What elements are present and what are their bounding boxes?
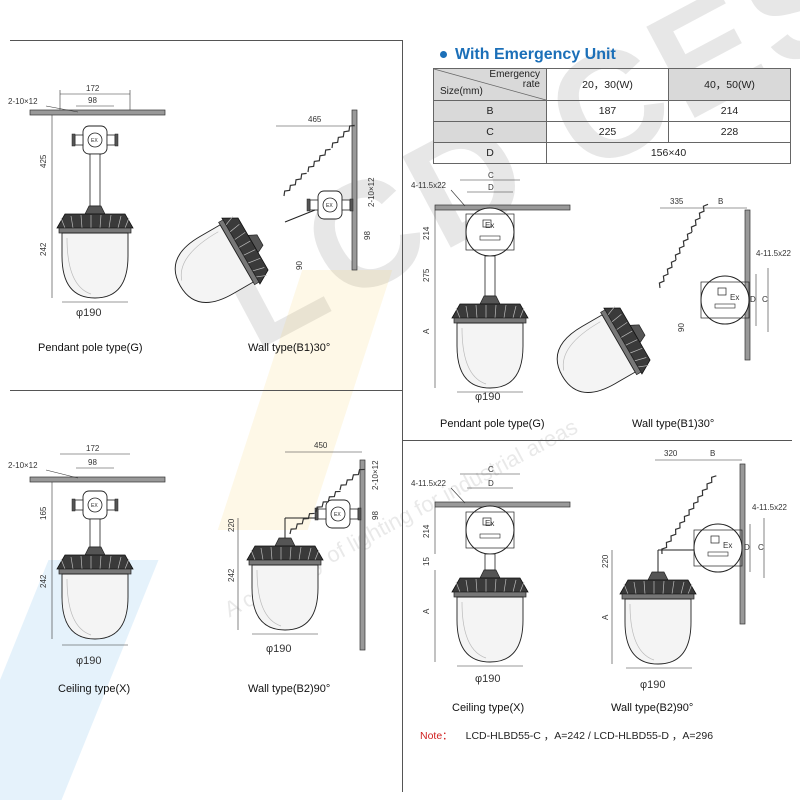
dim-box-b1: 98 xyxy=(363,231,372,240)
dim-height-upper: 425 xyxy=(39,154,48,168)
ex-label-em-b2: Ex xyxy=(723,541,732,550)
dim-c-g: C xyxy=(488,171,494,180)
dim-box-h-x: 214 xyxy=(422,524,431,538)
dim-arm-b1: 90 xyxy=(295,261,304,270)
dim-reach-em-b1: 335 xyxy=(670,197,684,206)
caption-em-wall-b2: Wall type(B2)90° xyxy=(611,702,694,714)
dim-d-em-b1: D xyxy=(750,295,756,304)
dim-thread-b1: 2-10×12 xyxy=(367,177,376,207)
bullet-icon xyxy=(440,51,447,59)
dim-thread-b2: 2-10×12 xyxy=(371,460,380,490)
dim-thread: 2-10×12 xyxy=(8,97,38,106)
note-label: Note： xyxy=(420,730,453,742)
top-left-rule xyxy=(10,40,402,41)
header-col-1: 20，30(W) xyxy=(546,68,669,101)
dim-height-upper-x: 165 xyxy=(39,506,48,520)
row-value-merged: 156×40 xyxy=(546,142,791,164)
table-row: D 156×40 xyxy=(433,142,791,164)
dim-height-lower-x: 242 xyxy=(39,574,48,588)
dim-thread-x: 2-10×12 xyxy=(8,461,38,470)
table-row: C 225 228 xyxy=(433,121,791,143)
dim-diameter-em-b2: φ190 xyxy=(640,679,666,691)
row-label: C xyxy=(433,121,547,143)
vertical-divider xyxy=(402,40,403,792)
caption-wall-b2: Wall type(B2)90° xyxy=(248,683,331,695)
row-value-2: 214 xyxy=(668,100,791,122)
dim-diameter-x-em: φ190 xyxy=(475,673,501,685)
note-text: LCD-HLBD55-C ，A=242 / LCD-HLBD55-D ，A=29… xyxy=(465,730,714,742)
dim-height-lower: 242 xyxy=(39,242,48,256)
dim-c-em-b2: C xyxy=(758,543,764,552)
table-row: B 187 214 xyxy=(433,100,791,122)
dim-holes-g: 4-11.5x22 xyxy=(411,181,447,190)
dim-b-em-b1: B xyxy=(718,197,723,206)
right-middle-rule xyxy=(402,440,792,441)
dim-holes-em-b1: 4-11.5x22 xyxy=(756,249,792,258)
caption-em-pendant: Pendant pole type(G) xyxy=(440,418,545,430)
dim-drop-b2: 220 xyxy=(227,518,236,532)
dim-d-g: D xyxy=(488,183,494,192)
dim-c-em-b1: C xyxy=(762,295,768,304)
caption-em-ceiling: Ceiling type(X) xyxy=(452,702,525,714)
dim-height-lower-b2: 242 xyxy=(227,568,236,582)
row-label: B xyxy=(433,100,547,122)
dim-stem-g: 275 xyxy=(422,268,431,282)
dim-c-x: C xyxy=(488,465,494,474)
dim-stem-x: 15 xyxy=(422,557,431,566)
dim-hole-pitch-x: 98 xyxy=(88,458,97,467)
ex-label-g: Ex xyxy=(485,221,494,230)
caption-pendant: Pendant pole type(G) xyxy=(38,342,143,354)
dim-hole-pitch: 98 xyxy=(88,96,97,105)
dim-reach-em-b2: 320 xyxy=(664,449,678,458)
row-value-2: 228 xyxy=(668,121,791,143)
dim-d-em-b2: D xyxy=(744,543,750,552)
dim-holes-x: 4-11.5x22 xyxy=(411,479,447,488)
dim-b-em-b2: B xyxy=(710,449,715,458)
row-value-1: 225 xyxy=(546,121,669,143)
header-size: Size(mm) xyxy=(440,86,483,97)
dim-a-x: A xyxy=(422,608,431,614)
caption-wall-b1: Wall type(B1)30° xyxy=(248,342,331,354)
dim-reach-b2: 450 xyxy=(314,441,328,450)
header-col-2: 40，50(W) xyxy=(668,68,791,101)
dim-diameter: φ190 xyxy=(76,307,102,319)
dim-top-width-x: 172 xyxy=(86,444,100,453)
emergency-title: With Emergency Unit xyxy=(440,46,616,64)
left-middle-rule xyxy=(10,390,402,391)
dim-a-g: A xyxy=(422,328,431,334)
dim-drop-em-b2: 220 xyxy=(601,554,610,568)
dim-diameter-x: φ190 xyxy=(76,655,102,667)
dim-reach: 465 xyxy=(308,115,322,124)
ex-label-em-b1: Ex xyxy=(730,293,739,302)
dim-d-x: D xyxy=(488,479,494,488)
note: Note： LCD-HLBD55-C ，A=242 / LCD-HLBD55-D… xyxy=(420,728,713,743)
dim-box-h-g: 214 xyxy=(422,226,431,240)
dim-diameter-b2: φ190 xyxy=(266,643,292,655)
caption-em-wall-b1: Wall type(B1)30° xyxy=(632,418,715,430)
dim-holes-em-b2: 4-11.5x22 xyxy=(752,503,788,512)
ex-label-x: Ex xyxy=(485,519,494,528)
dim-diameter-g: φ190 xyxy=(475,391,501,403)
row-value-1: 187 xyxy=(546,100,669,122)
dim-a-em-b2: A xyxy=(601,614,610,620)
row-label: D xyxy=(433,142,547,164)
dim-top-width: 172 xyxy=(86,84,100,93)
dim-box-b2: 98 xyxy=(371,511,380,520)
dim-arm-em-b1: 90 xyxy=(677,323,686,332)
caption-ceiling: Ceiling type(X) xyxy=(58,683,131,695)
